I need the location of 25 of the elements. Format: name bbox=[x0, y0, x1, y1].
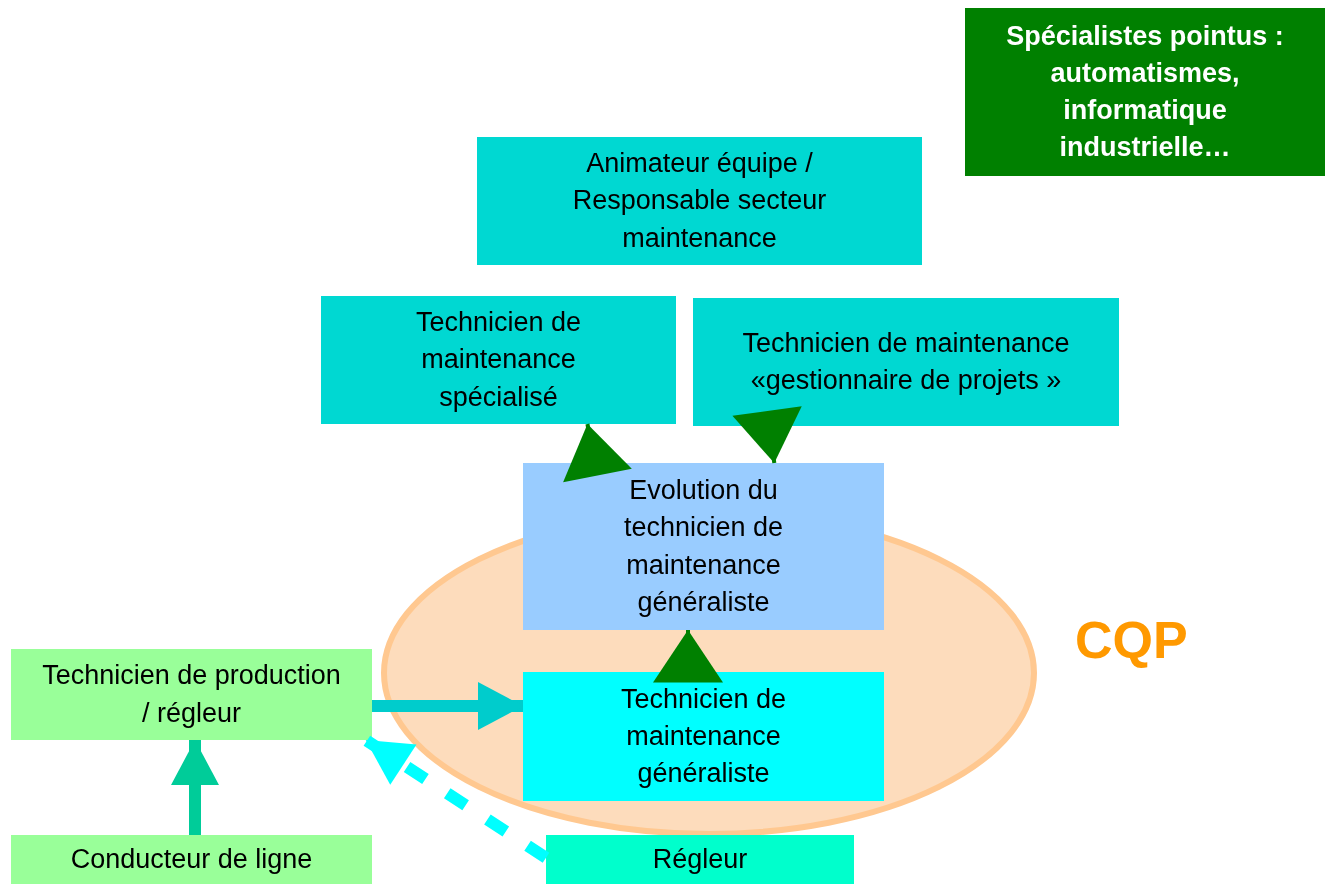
arrow bbox=[563, 423, 632, 483]
node-text: Spécialistes pointus : automatismes, informatique industrielle… bbox=[1005, 19, 1285, 165]
manager-box bbox=[477, 137, 922, 265]
role-box bbox=[11, 835, 372, 884]
node-text: Conducteur de ligne bbox=[70, 842, 313, 876]
role-box bbox=[546, 835, 854, 884]
arrow bbox=[171, 740, 219, 835]
arrow bbox=[653, 630, 723, 683]
node-text: Technicien de maintenance généraliste bbox=[619, 682, 788, 791]
node-text: Technicien de maintenance spécialisé bbox=[414, 306, 583, 414]
node-text: Régleur bbox=[652, 842, 748, 876]
area-label: CQP bbox=[1075, 610, 1188, 670]
node-text: Animateur équipe / Responsable secteur maintenance bbox=[571, 147, 828, 255]
role-box bbox=[693, 298, 1119, 426]
node-text: Technicien de production / régleur bbox=[41, 659, 342, 730]
evolution-box bbox=[523, 463, 884, 630]
specialist-box bbox=[965, 8, 1325, 176]
arrow bbox=[732, 406, 802, 464]
arrow bbox=[372, 682, 523, 730]
arrow bbox=[362, 735, 550, 863]
role-box bbox=[523, 672, 884, 801]
role-box bbox=[321, 296, 676, 424]
node-text: Evolution du technicien de maintenance généraliste bbox=[622, 474, 785, 619]
role-box bbox=[11, 649, 372, 740]
node-text: Technicien de maintenance «gestionnaire de projets » bbox=[741, 326, 1071, 397]
